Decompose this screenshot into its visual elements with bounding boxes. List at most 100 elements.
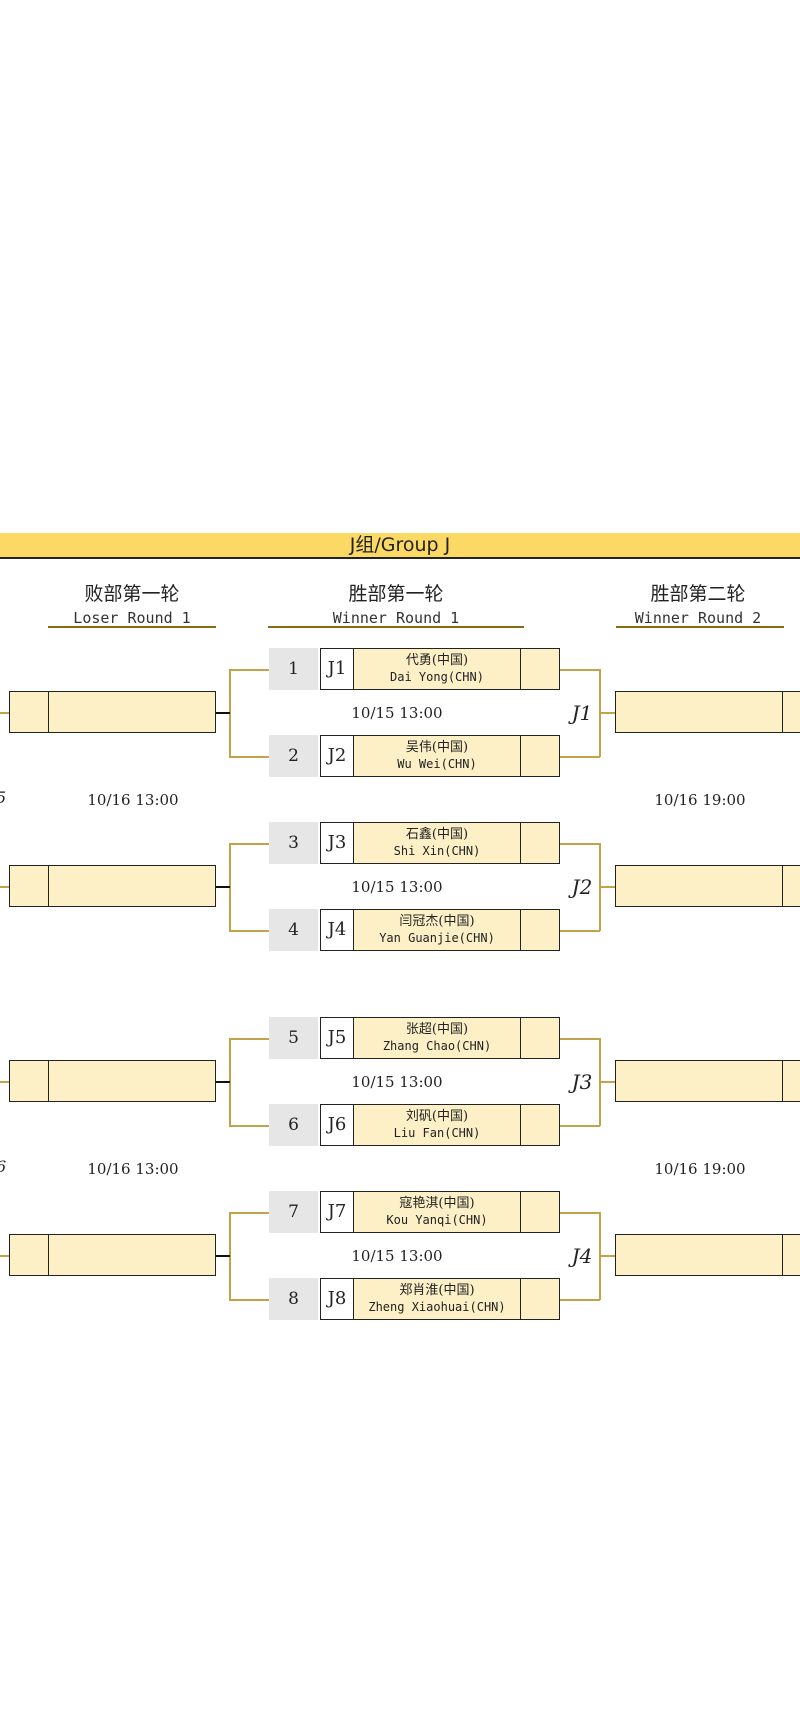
player-name-en: Wu Wei(CHN) xyxy=(397,757,477,771)
loser-round-1-title-cn: 败部第一轮 xyxy=(84,583,180,605)
player-code: J6 xyxy=(320,1104,354,1146)
loser-slot-name xyxy=(48,1060,216,1102)
loser-slot-code xyxy=(9,1234,49,1276)
player-name-box: 郑肖淮(中国) Zheng Xiaohuai(CHN) xyxy=(354,1278,521,1320)
winner-slot-name xyxy=(615,691,783,733)
loser-slot-code xyxy=(9,691,49,733)
winner-slot-score xyxy=(782,865,800,907)
winner-slot-score xyxy=(782,1060,800,1102)
player-code: J8 xyxy=(320,1278,354,1320)
score-box xyxy=(521,822,560,864)
connector-line xyxy=(229,930,269,932)
group-header-band xyxy=(0,533,800,557)
player-name-en: Zhang Chao(CHN) xyxy=(382,1039,492,1053)
match-time: 10/15 13:00 xyxy=(351,1247,443,1265)
connector-line xyxy=(560,756,600,758)
score-box xyxy=(521,1191,560,1233)
winner-slot-name xyxy=(615,865,783,907)
loser-slot-name xyxy=(48,1234,216,1276)
loser-match-time: 10/16 13:00 xyxy=(87,1160,179,1178)
player-name-cn: 石鑫(中国) xyxy=(405,827,469,842)
loser-slot-name xyxy=(48,691,216,733)
connector-line xyxy=(229,843,269,845)
player-name-box: 石鑫(中国) Shi Xin(CHN) xyxy=(354,822,521,864)
player-seed: 7 xyxy=(269,1191,318,1233)
player-name-en: Yan Guanjie(CHN) xyxy=(379,931,495,945)
player-name-cn: 郑肖淮(中国) xyxy=(399,1283,475,1298)
player-name-cn: 闫冠杰(中国) xyxy=(399,914,475,929)
match-time: 10/15 13:00 xyxy=(351,878,443,896)
player-seed: 2 xyxy=(269,735,318,777)
match-label: J1 xyxy=(571,701,593,725)
player-name-box: 闫冠杰(中国) Yan Guanjie(CHN) xyxy=(354,909,521,951)
player-name-cn: 寇艳淇(中国) xyxy=(399,1196,475,1211)
score-box xyxy=(521,1104,560,1146)
connector-line xyxy=(560,1038,600,1040)
connector-line xyxy=(599,712,615,714)
winner-round-2-rule xyxy=(616,626,784,628)
score-box xyxy=(521,735,560,777)
player-name-en: Liu Fan(CHN) xyxy=(393,1126,481,1140)
winner-slot-score xyxy=(782,691,800,733)
winner-match-time: 10/16 19:00 xyxy=(654,1160,746,1178)
score-box xyxy=(521,1278,560,1320)
player-seed: 6 xyxy=(269,1104,318,1146)
connector-line xyxy=(216,1081,230,1083)
player-name-box: 刘矾(中国) Liu Fan(CHN) xyxy=(354,1104,521,1146)
connector-line xyxy=(229,1125,269,1127)
player-code: J4 xyxy=(320,909,354,951)
connector-line xyxy=(560,1299,600,1301)
connector-line xyxy=(0,1255,9,1257)
player-name-cn: 代勇(中国) xyxy=(405,653,469,668)
player-name-en: Zheng Xiaohuai(CHN) xyxy=(368,1300,506,1314)
loser-slot-name xyxy=(48,865,216,907)
group-title: J组/Group J xyxy=(349,534,451,556)
connector-line xyxy=(560,930,600,932)
winner-round-2-title-en: Winner Round 2 xyxy=(634,609,762,627)
score-box xyxy=(521,648,560,690)
player-seed: 5 xyxy=(269,1017,318,1059)
connector-line xyxy=(599,886,615,888)
winner-round-1-title-en: Winner Round 1 xyxy=(332,609,460,627)
edge-match-mark: 6 xyxy=(0,1157,6,1176)
connector-line xyxy=(599,1081,615,1083)
winner-slot-name xyxy=(615,1234,783,1276)
loser-slot-code xyxy=(9,1060,49,1102)
group-header-rule xyxy=(0,557,800,559)
connector-line xyxy=(0,1081,9,1083)
connector-line xyxy=(599,1255,615,1257)
player-code: J7 xyxy=(320,1191,354,1233)
connector-line xyxy=(229,756,269,758)
loser-round-1-title-en: Loser Round 1 xyxy=(73,609,191,627)
player-name-cn: 刘矾(中国) xyxy=(405,1109,469,1124)
connector-line xyxy=(229,1299,269,1301)
player-name-box: 寇艳淇(中国) Kou Yanqi(CHN) xyxy=(354,1191,521,1233)
player-name-box: 张超(中国) Zhang Chao(CHN) xyxy=(354,1017,521,1059)
connector-line xyxy=(560,1125,600,1127)
winner-match-time: 10/16 19:00 xyxy=(654,791,746,809)
player-name-en: Kou Yanqi(CHN) xyxy=(386,1213,488,1227)
player-name-box: 代勇(中国) Dai Yong(CHN) xyxy=(354,648,521,690)
connector-line xyxy=(216,712,230,714)
loser-slot-code xyxy=(9,865,49,907)
player-name-cn: 吴伟(中国) xyxy=(405,740,469,755)
winner-round-1-rule xyxy=(268,626,524,628)
winner-slot-score xyxy=(782,1234,800,1276)
connector-line xyxy=(0,886,9,888)
connector-line xyxy=(560,1212,600,1214)
connector-line xyxy=(0,712,9,714)
score-box xyxy=(521,1017,560,1059)
connector-line xyxy=(216,886,230,888)
connector-line xyxy=(229,1212,269,1214)
connector-line xyxy=(229,1038,269,1040)
match-label: J2 xyxy=(571,875,593,899)
player-code: J5 xyxy=(320,1017,354,1059)
player-name-cn: 张超(中国) xyxy=(405,1022,469,1037)
player-name-en: Dai Yong(CHN) xyxy=(390,670,484,684)
match-time: 10/15 13:00 xyxy=(351,1073,443,1091)
winner-round-1-title-cn: 胜部第一轮 xyxy=(348,583,444,605)
loser-round-1-rule xyxy=(48,626,216,628)
player-code: J1 xyxy=(320,648,354,690)
match-label: J4 xyxy=(571,1244,593,1268)
connector-line xyxy=(560,669,600,671)
